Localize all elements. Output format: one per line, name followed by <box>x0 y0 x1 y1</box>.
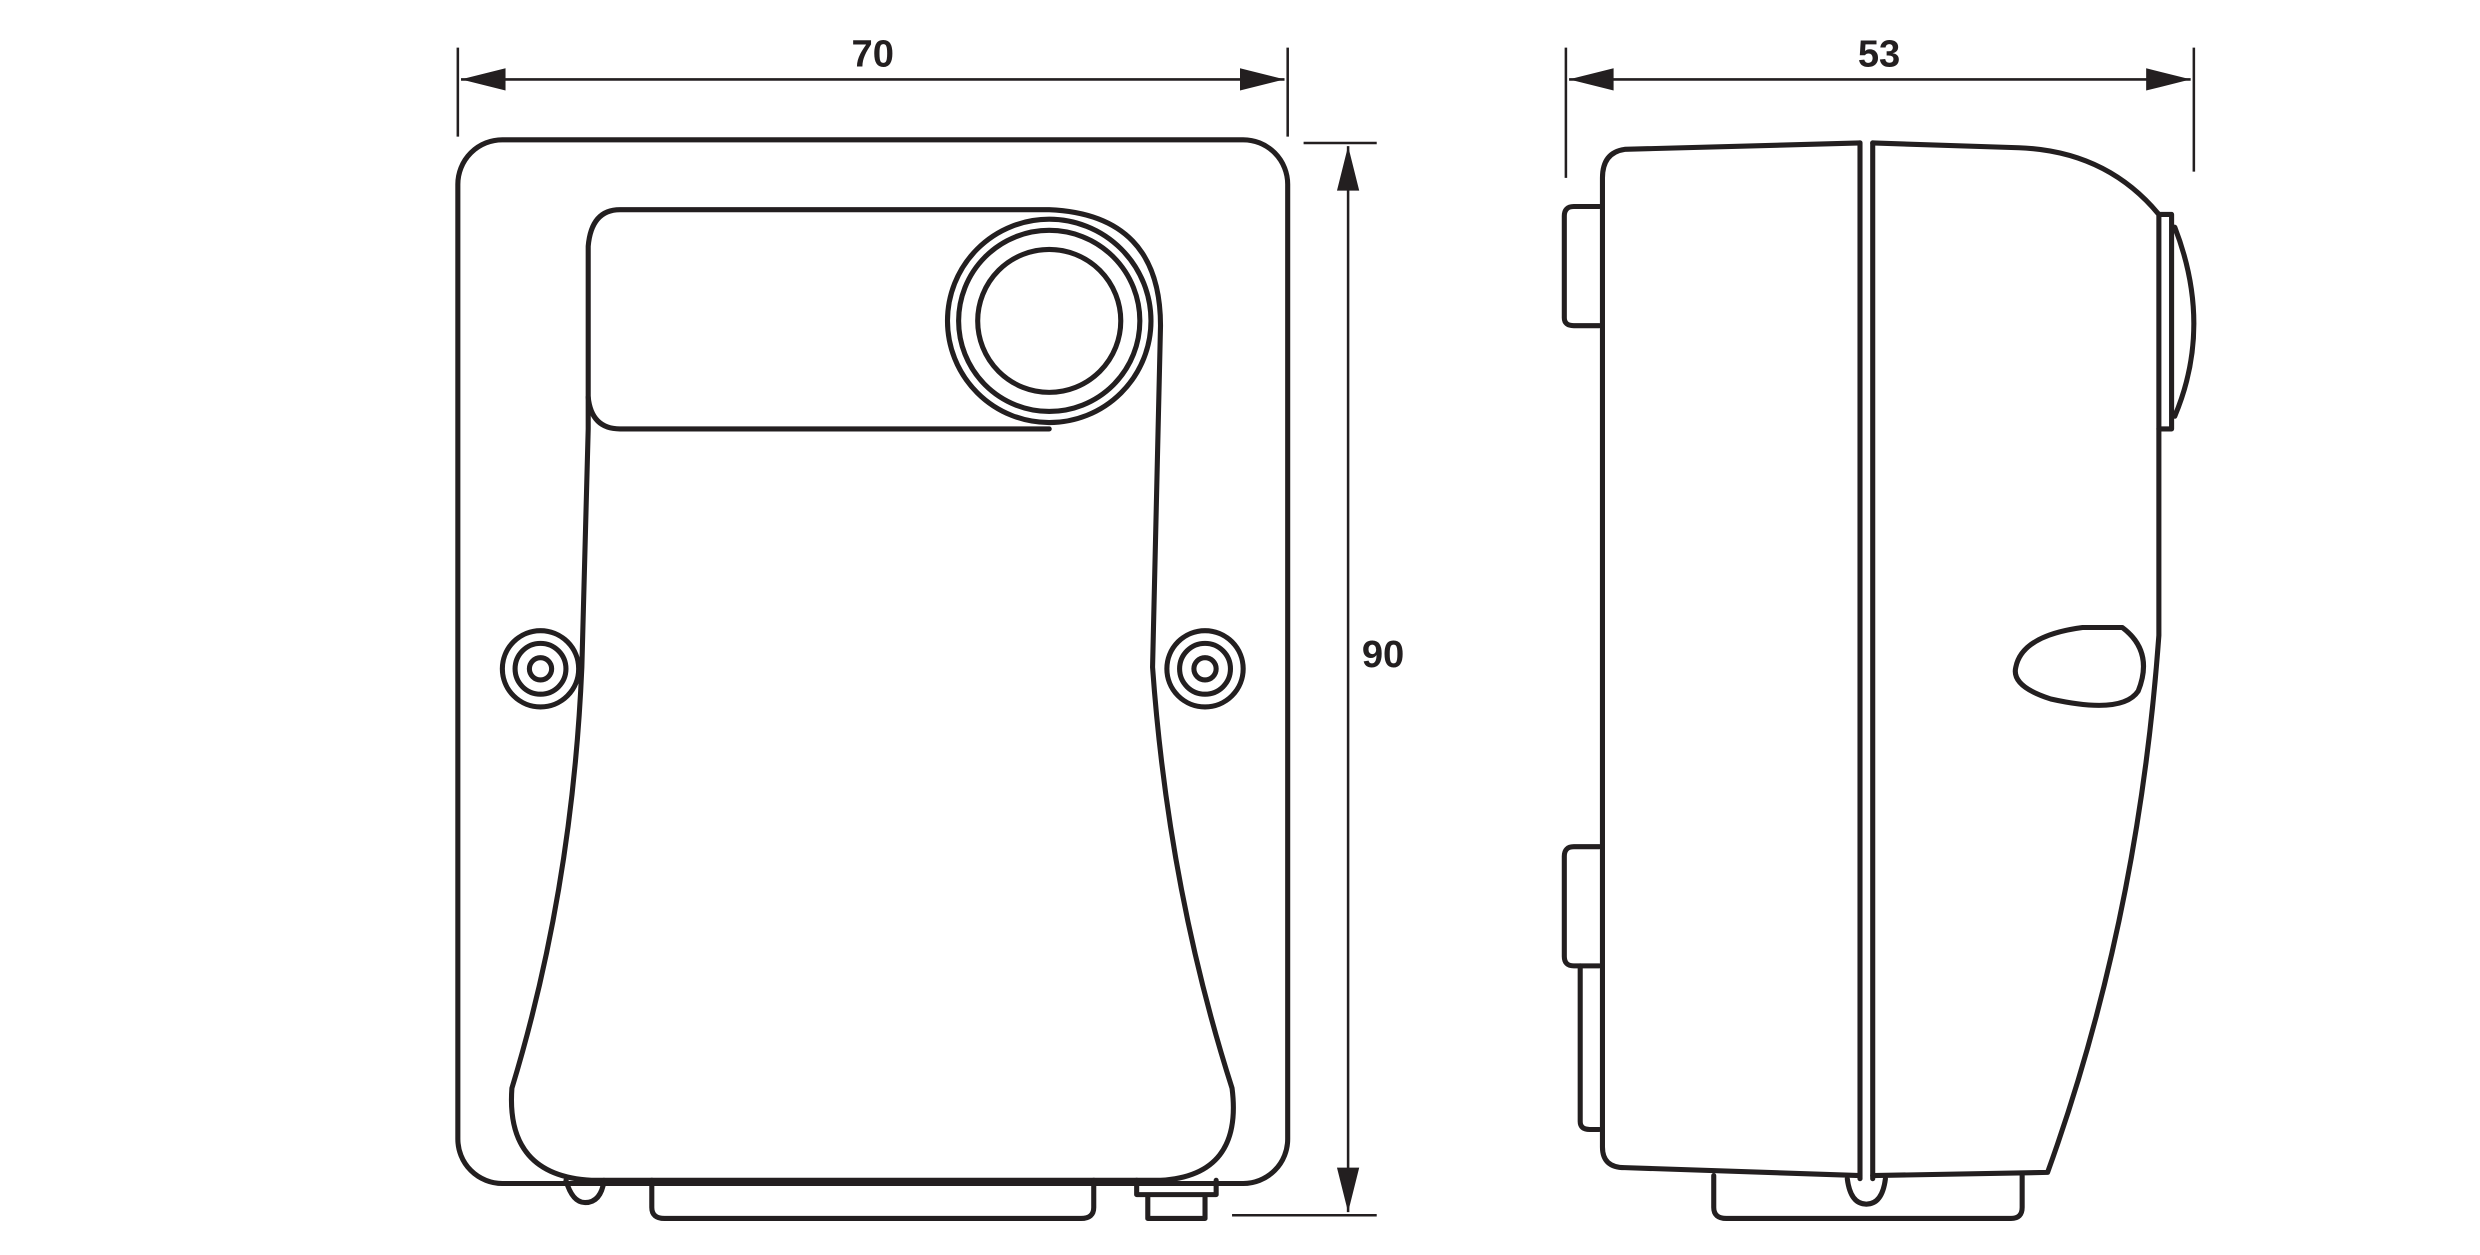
clip-top <box>1561 203 1602 329</box>
side-bottom-rail <box>1711 1173 2025 1222</box>
side-bottom-latch <box>1844 1176 1888 1207</box>
button-outer-ring <box>944 216 1154 426</box>
screw-right <box>1164 628 1246 710</box>
bottom-connector <box>1134 1177 1219 1222</box>
label-window <box>585 394 1052 432</box>
bottom-latch <box>563 1177 607 1206</box>
width-dimension-label: 70 <box>852 33 894 76</box>
bottom-rail <box>649 1177 1097 1222</box>
depth-dimension-label: 53 <box>1858 33 1900 76</box>
clip-bottom <box>1561 844 1602 969</box>
front-view: 70 90 <box>455 33 1404 1222</box>
height-dimension-label: 90 <box>1362 633 1404 676</box>
front-cover <box>508 207 1236 1183</box>
front-housing-outline <box>455 137 1291 1187</box>
side-base-outline <box>1599 140 1863 1179</box>
side-screw-head <box>2012 624 2147 708</box>
side-button <box>2156 211 2197 432</box>
button <box>975 246 1124 395</box>
button-ring <box>956 227 1143 414</box>
clip-rail <box>1577 963 1602 1133</box>
side-cover-outline <box>1870 140 2162 1179</box>
screw-left <box>499 628 582 710</box>
side-view: 53 <box>1561 33 2197 1222</box>
